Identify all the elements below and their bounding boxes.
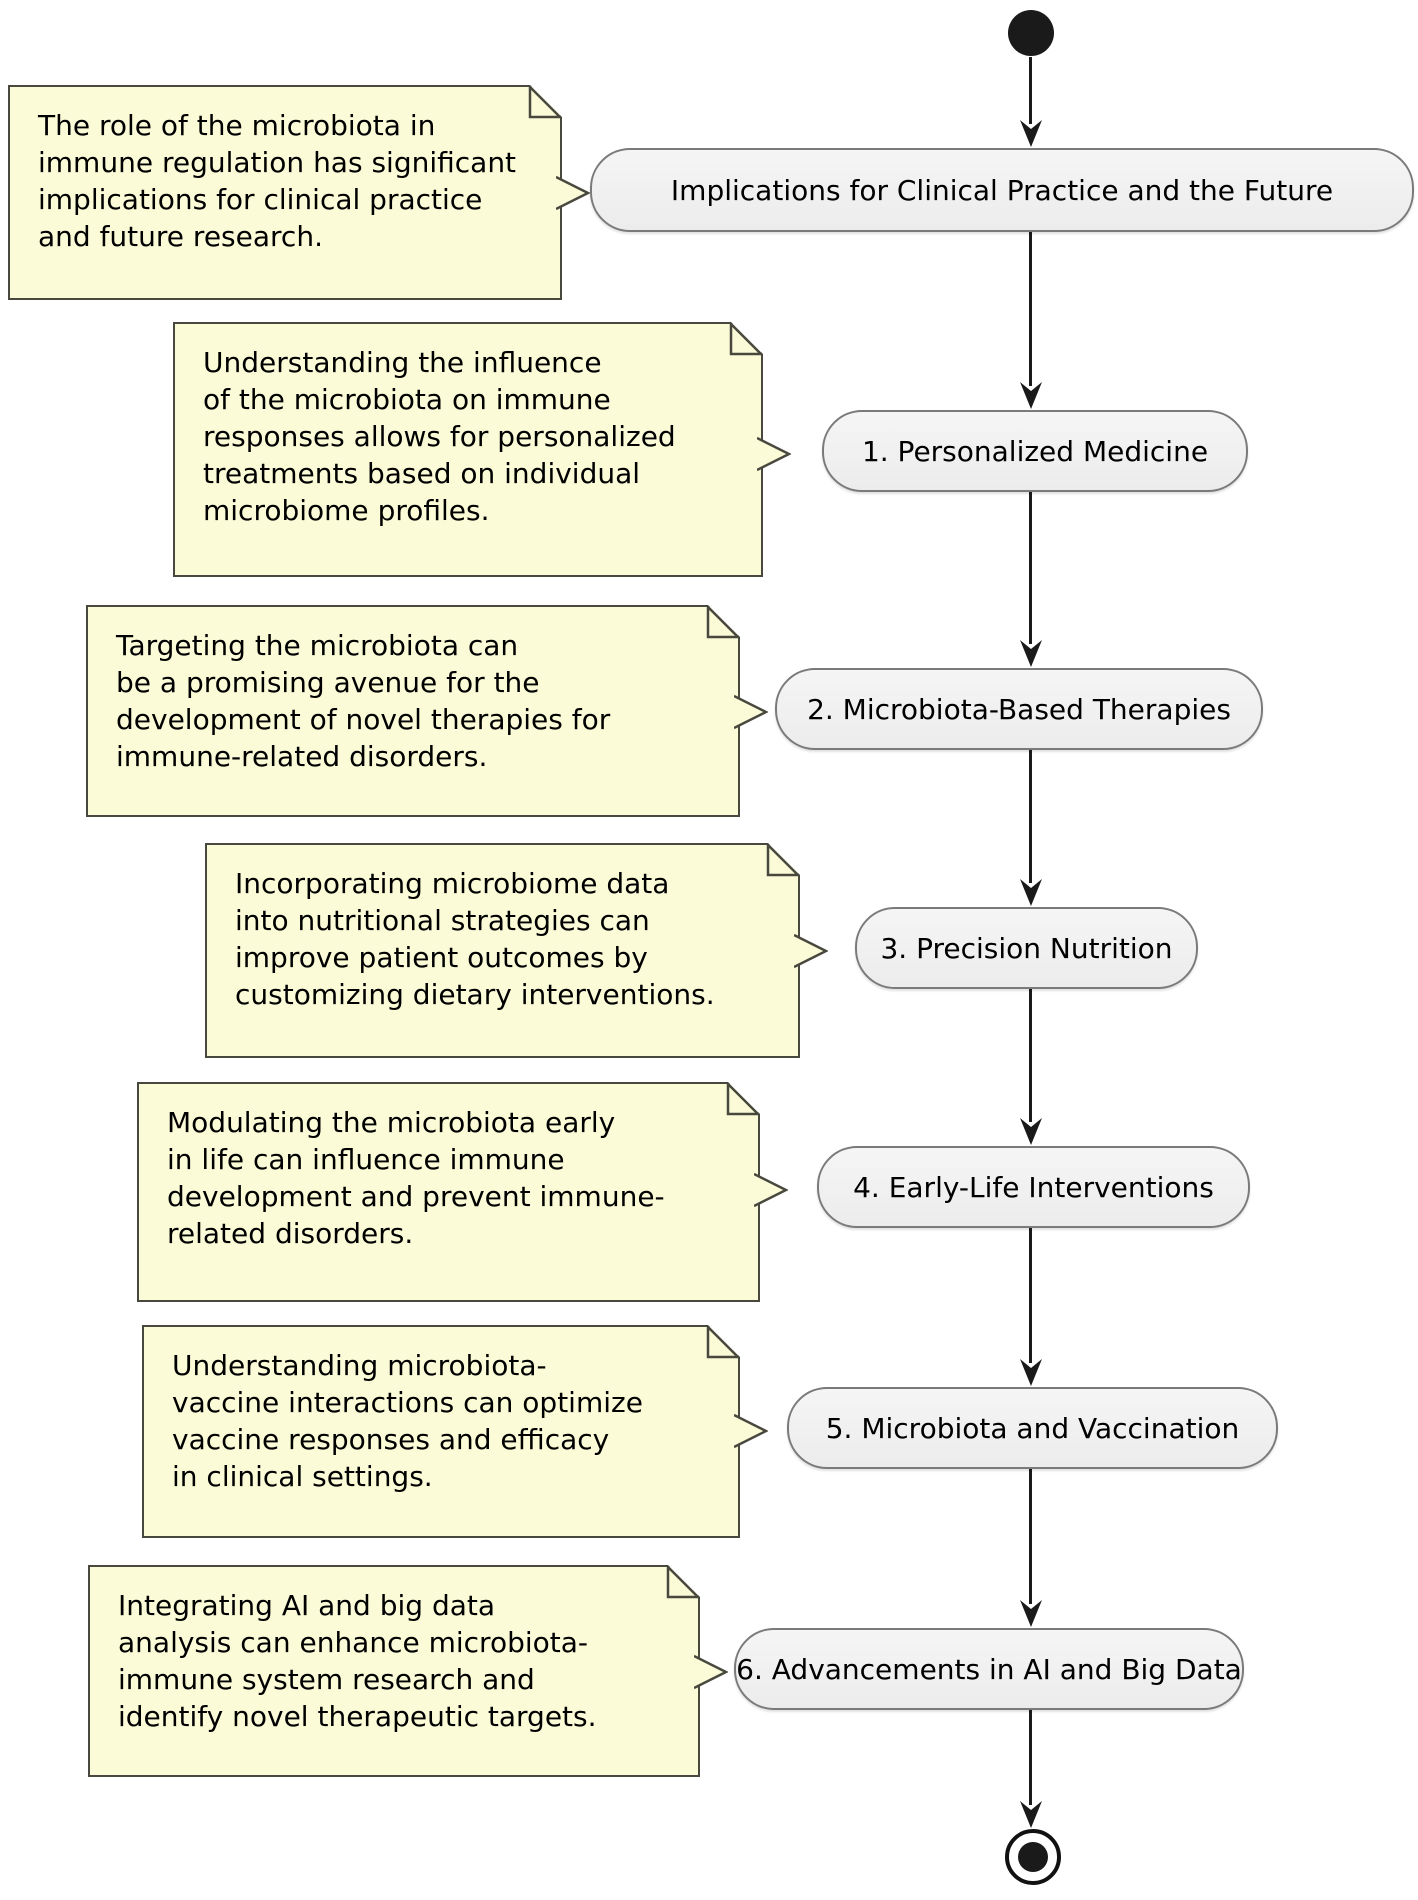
note-fold-icon: [706, 605, 740, 639]
note-text: Modulating the microbiota early in life …: [167, 1106, 665, 1250]
note: Targeting the microbiota can be a promis…: [86, 605, 768, 817]
activity-label: Implications for Clinical Practice and t…: [670, 173, 1334, 207]
note-pointer: [757, 437, 791, 471]
note-text: Incorporating microbiome data into nutri…: [235, 867, 715, 1011]
arrowhead-icon: [1020, 382, 1042, 409]
activity-label: 3. Precision Nutrition: [880, 931, 1173, 965]
note: Modulating the microbiota early in life …: [137, 1082, 788, 1302]
arrowhead-icon: [1020, 1359, 1042, 1386]
activity-box: 2. Microbiota-Based Therapies: [775, 668, 1263, 750]
flow-arrow: [1019, 1469, 1043, 1628]
end-node-inner-dot: [1018, 1842, 1048, 1872]
activity-label: 5. Microbiota and Vaccination: [825, 1411, 1240, 1445]
arrowhead-icon: [1020, 1118, 1042, 1145]
flow-arrow: [1019, 1228, 1043, 1387]
note-text: The role of the microbiota in immune reg…: [38, 109, 517, 253]
note-fold-icon: [706, 1325, 740, 1359]
note-pointer: [556, 176, 590, 210]
flow-line: [1029, 989, 1032, 1122]
flow-line: [1029, 750, 1032, 883]
activity-label: 1. Personalized Medicine: [861, 434, 1209, 468]
note-fold-icon: [726, 1082, 760, 1116]
flow-arrow: [1019, 57, 1043, 148]
flow-arrow: [1019, 1710, 1043, 1829]
note: Integrating AI and big data analysis can…: [88, 1565, 728, 1777]
note-text: Understanding microbiota- vaccine intera…: [172, 1349, 643, 1493]
note-fold-icon: [666, 1565, 700, 1599]
flow-arrow: [1019, 492, 1043, 668]
note-text: Targeting the microbiota can be a promis…: [116, 629, 611, 773]
note-pointer: [754, 1173, 788, 1207]
activity-label: 4. Early-Life Interventions: [853, 1170, 1214, 1204]
flow-arrow: [1019, 989, 1043, 1146]
activity-box: 3. Precision Nutrition: [855, 907, 1198, 989]
end-node: [1005, 1829, 1061, 1885]
activity-box: 5. Microbiota and Vaccination: [787, 1387, 1278, 1469]
activity-box: 1. Personalized Medicine: [822, 410, 1248, 492]
start-node: [1008, 10, 1054, 56]
flow-line: [1029, 1469, 1032, 1604]
note-pointer: [734, 1414, 768, 1448]
note-fold-icon: [766, 843, 800, 877]
flow-line: [1029, 232, 1032, 386]
note: Understanding the influence of the micro…: [173, 322, 791, 577]
note-fold-icon: [729, 322, 763, 356]
flow-line: [1029, 1710, 1032, 1805]
arrowhead-icon: [1020, 879, 1042, 906]
note-pointer: [794, 934, 828, 968]
flow-line: [1029, 492, 1032, 644]
flow-line: [1029, 1228, 1032, 1363]
activity-box: Implications for Clinical Practice and t…: [590, 148, 1414, 232]
note-fold-icon: [528, 85, 562, 119]
flow-line: [1029, 57, 1032, 124]
note: Incorporating microbiome data into nutri…: [205, 843, 828, 1058]
note-text: Integrating AI and big data analysis can…: [118, 1589, 597, 1733]
flow-arrow: [1019, 232, 1043, 410]
activity-label: 2. Microbiota-Based Therapies: [807, 692, 1231, 726]
arrowhead-icon: [1020, 120, 1042, 147]
flow-arrow: [1019, 750, 1043, 907]
activity-box: 4. Early-Life Interventions: [817, 1146, 1250, 1228]
note: The role of the microbiota in immune reg…: [8, 85, 590, 300]
activity-label: 6. Advancements in AI and Big Data: [736, 1652, 1242, 1686]
activity-box: 6. Advancements in AI and Big Data: [734, 1628, 1244, 1710]
note-pointer: [734, 695, 768, 729]
arrowhead-icon: [1020, 1600, 1042, 1627]
arrowhead-icon: [1020, 1801, 1042, 1828]
note-text: Understanding the influence of the micro…: [203, 346, 676, 527]
arrowhead-icon: [1020, 640, 1042, 667]
note-pointer: [694, 1655, 728, 1689]
note: Understanding microbiota- vaccine intera…: [142, 1325, 768, 1538]
